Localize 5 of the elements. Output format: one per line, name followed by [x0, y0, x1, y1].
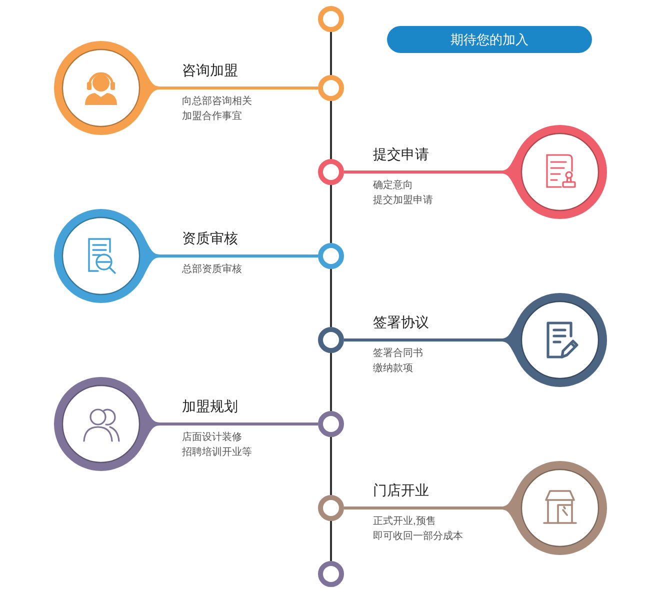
step-description: 加盟合作事宜	[182, 110, 242, 124]
step-description: 提交加盟申请	[373, 194, 433, 208]
step-description: 招聘培训开业等	[182, 446, 252, 460]
step-description: 缴纳款项	[373, 362, 413, 376]
step-description: 即可收回一部分成本	[373, 530, 463, 544]
